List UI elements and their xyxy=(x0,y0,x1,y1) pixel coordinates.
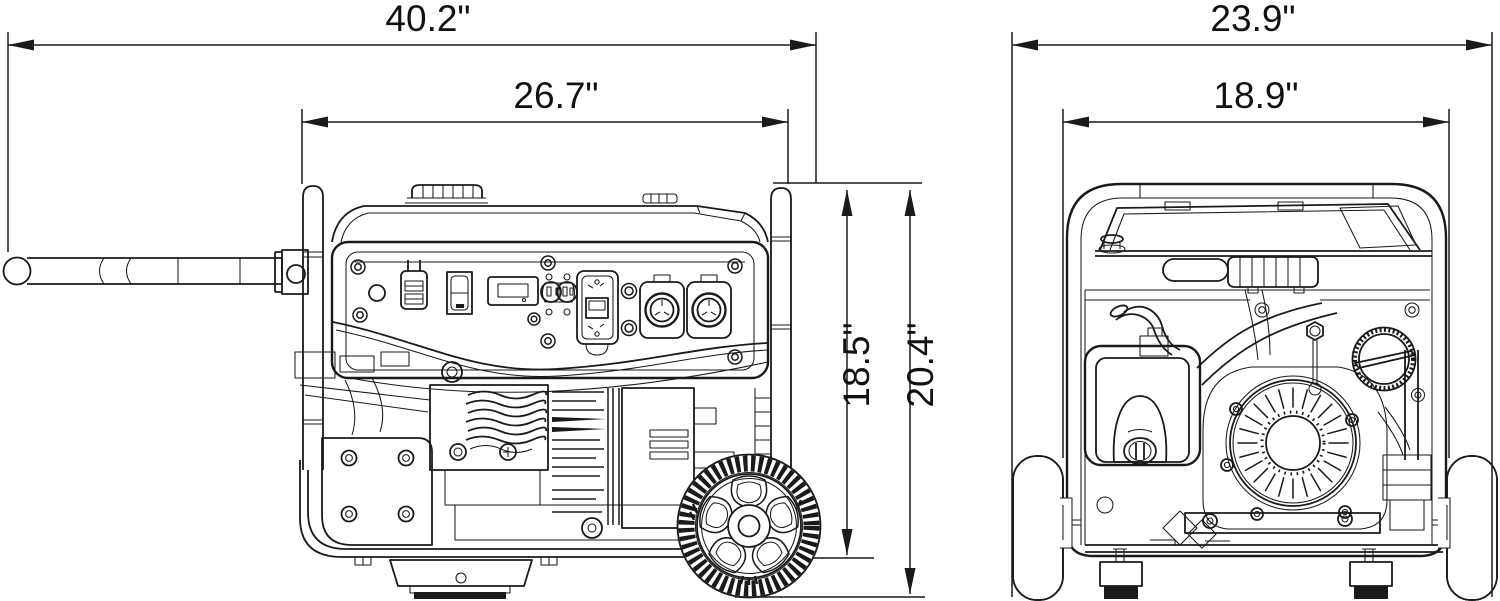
rear-wheel-right xyxy=(1438,455,1498,601)
fuel-petcock[interactable] xyxy=(1123,437,1157,465)
dimension-label-frame-width: 18.9" xyxy=(1213,75,1298,116)
twist-lock-outlet-right[interactable] xyxy=(686,274,732,339)
rear-foot-right xyxy=(1349,548,1393,599)
dimension-frame-width: 18.9" xyxy=(1062,75,1450,458)
front-frame-tube xyxy=(302,185,324,470)
recoil-starter[interactable] xyxy=(1220,375,1361,521)
dimension-annotations: 40.2" 26.7" 18.5" 20.4" xyxy=(7,0,1493,598)
side-wheel xyxy=(676,453,822,599)
rear-panel xyxy=(1084,289,1426,545)
dimension-overall-length: 40.2" xyxy=(7,0,817,252)
circuit-breakers[interactable] xyxy=(620,282,638,337)
oil-cap-small xyxy=(1098,234,1126,254)
air-filter xyxy=(1083,304,1202,467)
volt-meter xyxy=(487,276,539,306)
front-foot xyxy=(354,557,558,599)
rear-view xyxy=(1012,182,1498,601)
engine-rocker-switch[interactable] xyxy=(446,271,473,315)
dimension-frame-height: 18.5" xyxy=(773,182,922,559)
tank-vent xyxy=(642,193,678,204)
rear-fuel-tank xyxy=(1085,201,1432,301)
dimension-label-body-length: 26.7" xyxy=(513,75,598,116)
dc-charge-port[interactable] xyxy=(400,260,428,310)
rear-fuel-cap xyxy=(1227,256,1319,294)
panel-bolt xyxy=(1306,321,1324,396)
filter-logo-mark xyxy=(1127,428,1153,433)
wheel-spokes xyxy=(699,475,799,574)
rear-frame-tube xyxy=(770,187,792,470)
mounting-plate xyxy=(321,437,433,546)
side-view xyxy=(2,184,822,599)
rear-foot-left xyxy=(1099,548,1143,599)
breather-hose xyxy=(1109,304,1181,357)
twist-lock-outlet-left[interactable] xyxy=(639,274,685,339)
handle-pivot-bolt xyxy=(286,264,306,284)
dimension-overall-height: 20.4" xyxy=(735,190,941,598)
muffler-bracket xyxy=(1377,350,1432,531)
oil-fill-cap xyxy=(1351,326,1417,392)
panel-screws xyxy=(350,255,743,365)
dimension-overall-width: 23.9" xyxy=(1011,0,1493,597)
fuel-tank xyxy=(331,184,769,243)
dimension-label-overall-length: 40.2" xyxy=(385,0,470,39)
dimension-body-length: 26.7" xyxy=(301,75,789,184)
control-panel xyxy=(350,255,743,365)
engine-cylinder xyxy=(429,384,549,471)
dimension-label-overall-width: 23.9" xyxy=(1210,0,1295,39)
rear-base xyxy=(1085,510,1443,599)
generator-housing xyxy=(330,240,770,393)
alternator-vents xyxy=(552,388,620,525)
rear-wheel-left xyxy=(1012,455,1073,601)
duplex-outlet[interactable] xyxy=(540,273,578,316)
gfci-outlet[interactable] xyxy=(576,270,619,356)
tow-handle xyxy=(2,249,309,295)
handle-slot xyxy=(1162,258,1229,282)
indicator-light xyxy=(368,284,386,302)
dimension-label-frame-height: 18.5" xyxy=(836,322,877,407)
engine-block-rear xyxy=(1184,366,1388,534)
dimension-label-overall-height: 20.4" xyxy=(900,322,941,407)
fuel-cap xyxy=(405,184,488,204)
tire-sidewall-marks xyxy=(688,499,803,585)
